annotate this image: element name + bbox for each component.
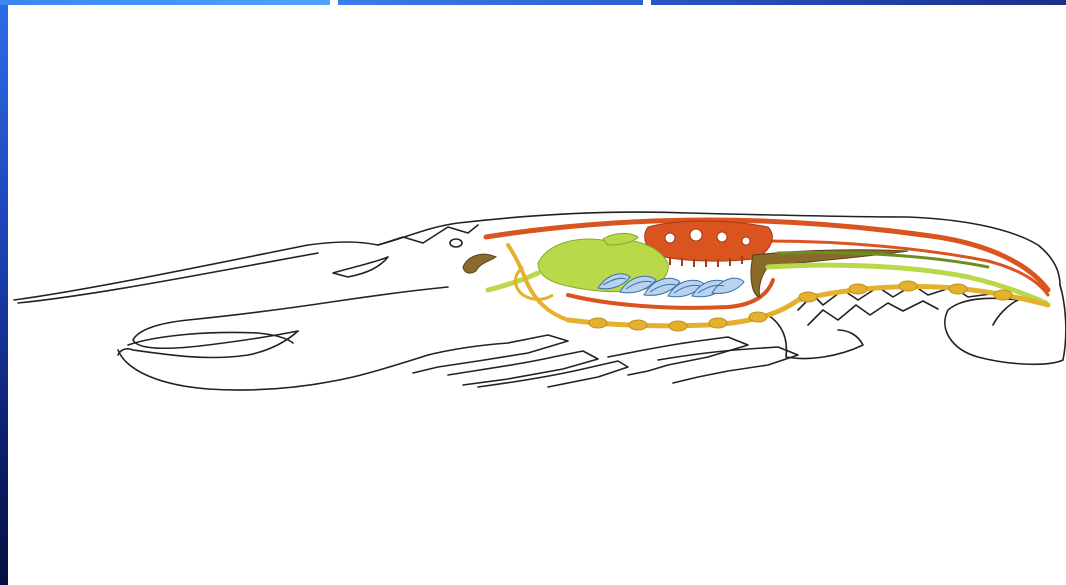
tail-segment (993, 300, 1018, 325)
ostium (665, 233, 675, 243)
eye (450, 239, 462, 247)
walking-leg (413, 335, 568, 373)
walking-leg (608, 337, 748, 375)
walking-leg (478, 361, 628, 387)
ostium (690, 229, 702, 241)
head-lower (333, 257, 388, 277)
intestine (751, 250, 908, 297)
ganglion (749, 312, 767, 322)
abdomen-underside (768, 315, 863, 359)
claw-lower (118, 350, 428, 390)
ganglion (949, 284, 967, 294)
ganglion (629, 320, 647, 330)
illustration-canvas (8, 5, 1066, 585)
ostium (717, 232, 727, 242)
walking-leg (658, 347, 798, 383)
ganglion (994, 290, 1012, 300)
antenna-inner (18, 253, 318, 303)
ganglion (589, 318, 607, 328)
swimmeret-lower (808, 301, 938, 325)
brain (463, 254, 496, 273)
claw-upper (133, 287, 448, 348)
claw-inner (128, 333, 293, 346)
rostrum (378, 225, 478, 245)
antenna (14, 242, 378, 300)
ganglion (899, 281, 917, 291)
ganglion (709, 318, 727, 328)
ganglion (669, 321, 687, 331)
ostium (742, 237, 750, 245)
ganglion (849, 284, 867, 294)
ganglion (799, 292, 817, 302)
crayfish-anatomy-illustration (8, 5, 1066, 585)
